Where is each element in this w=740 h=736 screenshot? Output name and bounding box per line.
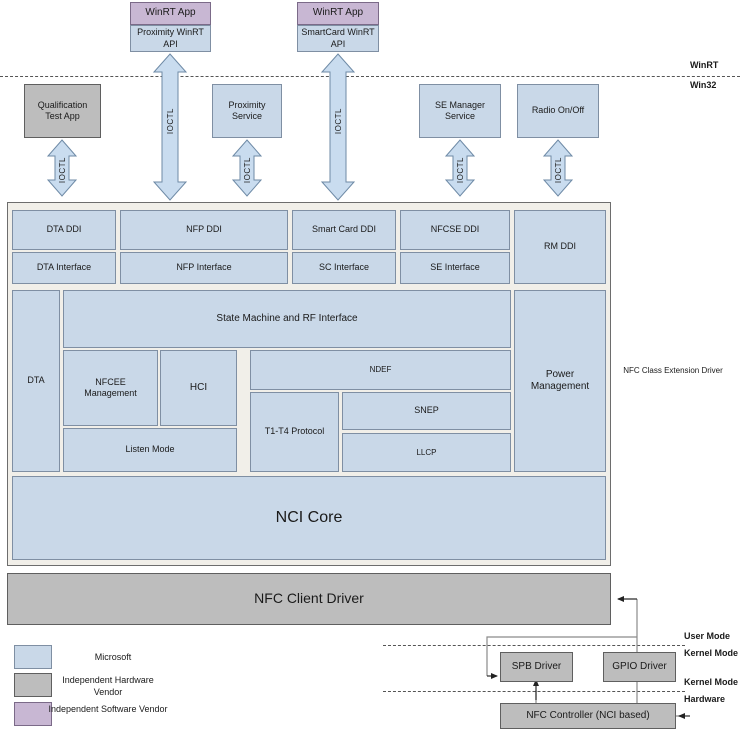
legend-swatch-ihv bbox=[14, 673, 52, 697]
core-listen-mode[interactable]: Listen Mode bbox=[63, 428, 237, 472]
winrt-app-smartcard[interactable]: WinRT App bbox=[297, 2, 379, 25]
nfc-client-driver[interactable]: NFC Client Driver bbox=[7, 573, 611, 625]
gpio-driver[interactable]: GPIO Driver bbox=[603, 652, 676, 682]
ddi-smartcard[interactable]: Smart Card DDI bbox=[292, 210, 396, 250]
core-t1-t4-protocol[interactable]: T1-T4 Protocol bbox=[250, 392, 339, 472]
core-nfcee-management[interactable]: NFCEE Management bbox=[63, 350, 158, 426]
ddi-nfp[interactable]: NFP DDI bbox=[120, 210, 288, 250]
nfc-controller[interactable]: NFC Controller (NCI based) bbox=[500, 703, 676, 729]
boundary-label-hardware: Hardware bbox=[684, 694, 726, 704]
ioctl-label-proximity-winrt: IOCTL bbox=[166, 108, 175, 135]
qualification-test-app[interactable]: Qualification Test App bbox=[24, 84, 101, 138]
boundary-label-win32: Win32 bbox=[690, 80, 717, 90]
nfc-class-extension-driver-label: NFC Class Extension Driver bbox=[623, 366, 723, 375]
core-dta[interactable]: DTA bbox=[12, 290, 60, 472]
boundary-label-kernel-mode-1: Kernel Mode bbox=[684, 648, 739, 658]
core-state-machine[interactable]: State Machine and RF Interface bbox=[63, 290, 511, 348]
spb-driver[interactable]: SPB Driver bbox=[500, 652, 573, 682]
legend-swatch-isv bbox=[14, 702, 52, 726]
core-power-management[interactable]: Power Management bbox=[514, 290, 606, 472]
core-nci[interactable]: NCI Core bbox=[12, 476, 606, 560]
kernel-hardware-boundary-line bbox=[383, 691, 685, 692]
core-ndef[interactable]: NDEF bbox=[250, 350, 511, 390]
legend-label-ihv: Independent Hardware Vendor bbox=[62, 675, 154, 698]
legend-label-isv: Independent Software Vendor bbox=[48, 704, 168, 714]
ioctl-label-qualification: IOCTL bbox=[58, 157, 67, 184]
boundary-label-kernel-mode-2: Kernel Mode bbox=[684, 677, 739, 687]
core-llcp[interactable]: LLCP bbox=[342, 433, 511, 472]
interface-sc[interactable]: SC Interface bbox=[292, 252, 396, 284]
proximity-winrt-api[interactable]: Proximity WinRT API bbox=[130, 25, 211, 52]
se-manager-service[interactable]: SE Manager Service bbox=[419, 84, 501, 138]
smartcard-winrt-api[interactable]: SmartCard WinRT API bbox=[297, 25, 379, 52]
user-kernel-boundary-line bbox=[383, 645, 685, 646]
ioctl-label-se-manager: IOCTL bbox=[456, 157, 465, 184]
ioctl-label-smartcard-winrt: IOCTL bbox=[334, 108, 343, 135]
ddi-dta[interactable]: DTA DDI bbox=[12, 210, 116, 250]
ddi-rm[interactable]: RM DDI bbox=[514, 210, 606, 284]
ddi-nfcse[interactable]: NFCSE DDI bbox=[400, 210, 510, 250]
proximity-service[interactable]: Proximity Service bbox=[212, 84, 282, 138]
interface-se[interactable]: SE Interface bbox=[400, 252, 510, 284]
boundary-label-user-mode: User Mode bbox=[684, 631, 731, 641]
legend-label-microsoft: Microsoft bbox=[94, 652, 132, 662]
core-hci[interactable]: HCI bbox=[160, 350, 237, 426]
winrt-app-proximity[interactable]: WinRT App bbox=[130, 2, 211, 25]
winrt-win32-boundary-line bbox=[0, 76, 740, 77]
interface-nfp[interactable]: NFP Interface bbox=[120, 252, 288, 284]
ioctl-label-radio: IOCTL bbox=[554, 157, 563, 184]
ioctl-label-proximity-service: IOCTL bbox=[243, 157, 252, 184]
legend-swatch-microsoft bbox=[14, 645, 52, 669]
boundary-label-winrt: WinRT bbox=[690, 60, 719, 70]
core-snep[interactable]: SNEP bbox=[342, 392, 511, 430]
radio-on-off[interactable]: Radio On/Off bbox=[517, 84, 599, 138]
interface-dta[interactable]: DTA Interface bbox=[12, 252, 116, 284]
